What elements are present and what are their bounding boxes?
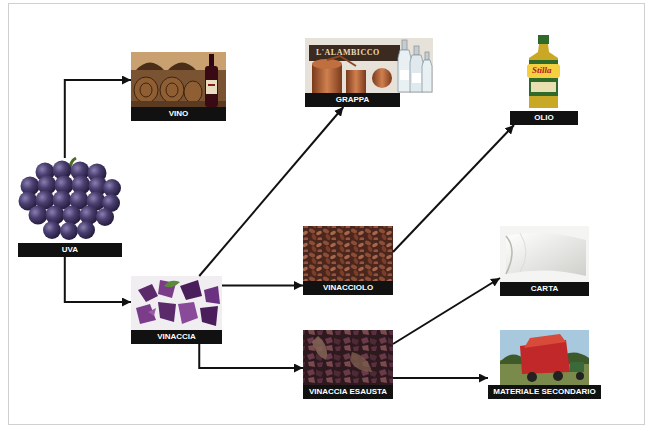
grape-seeds-picture bbox=[303, 226, 393, 281]
label-bar: VINACCIA bbox=[131, 330, 222, 344]
flow-arrow bbox=[199, 344, 303, 368]
grape-picture bbox=[19, 158, 122, 240]
flow-arrow bbox=[393, 377, 488, 379]
product-node: UVA bbox=[18, 158, 122, 257]
oil-bottle-picture bbox=[510, 33, 578, 111]
label-bar: UVA bbox=[18, 243, 122, 257]
node-label: GRAPPA bbox=[336, 95, 370, 104]
paper-picture bbox=[500, 226, 589, 282]
label-bar: VINACCIA ESAUSTA bbox=[303, 385, 393, 399]
node-label: VINACCIOLO bbox=[323, 283, 373, 292]
trailer-picture bbox=[500, 330, 589, 385]
flow-arrow bbox=[65, 80, 131, 158]
wine-cellar-picture bbox=[131, 52, 226, 107]
flow-arrow bbox=[393, 278, 500, 344]
flow-arrow bbox=[222, 285, 303, 287]
label-bar: GRAPPA bbox=[305, 93, 400, 107]
node-label: UVA bbox=[62, 245, 78, 254]
label-bar: MATERIALE SECONDARIO bbox=[488, 385, 601, 399]
label-bar: OLIO bbox=[510, 111, 578, 125]
distillery-picture bbox=[305, 38, 433, 93]
node-label: MATERIALE SECONDARIO bbox=[493, 387, 596, 396]
label-bar: CARTA bbox=[500, 282, 589, 296]
label-bar: VINO bbox=[131, 107, 226, 121]
node-label: VINACCIA ESAUSTA bbox=[309, 387, 387, 396]
spent-pomace-picture bbox=[303, 330, 393, 385]
node-label: VINACCIA bbox=[157, 332, 196, 341]
product-node: VINACCIA ESAUSTA bbox=[303, 330, 393, 399]
product-node: VINACCIOLO bbox=[303, 226, 393, 295]
node-label: VINO bbox=[169, 109, 189, 118]
label-bar: VINACCIOLO bbox=[303, 281, 393, 295]
flow-arrow bbox=[65, 257, 131, 302]
product-node: OLIO bbox=[510, 33, 578, 125]
product-node: MATERIALE SECONDARIO bbox=[488, 330, 601, 399]
flow-arrow bbox=[199, 107, 343, 276]
node-label: CARTA bbox=[531, 284, 558, 293]
product-node: CARTA bbox=[500, 226, 589, 296]
node-label: OLIO bbox=[534, 113, 554, 122]
product-node: VINACCIA bbox=[131, 276, 222, 344]
brand-label: Stilla bbox=[532, 65, 552, 75]
brand-label: L'ALAMBICCO bbox=[316, 48, 380, 57]
flow-arrow bbox=[393, 125, 514, 252]
pomace-picture bbox=[131, 276, 222, 330]
product-node: VINO bbox=[131, 52, 226, 121]
